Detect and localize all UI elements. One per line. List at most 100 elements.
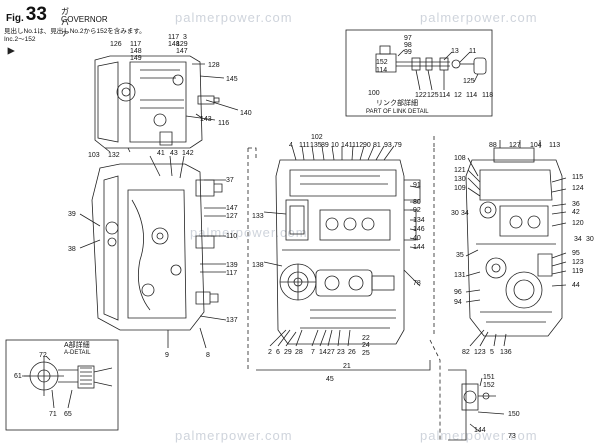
part-callout: 89 (321, 142, 329, 149)
part-callout: 145 (226, 76, 238, 83)
part-callout: 151 (483, 374, 495, 381)
part-callout: 127 (226, 213, 238, 220)
part-callout: 26 (348, 349, 356, 356)
part-callout: 133 (252, 213, 264, 220)
part-callout: 138 (252, 262, 264, 269)
part-callout: 80 (413, 199, 421, 206)
part-callout: 38 (68, 246, 76, 253)
part-callout: 79 (394, 142, 402, 149)
part-callout: 114 (466, 92, 478, 99)
bottom-right-detail (448, 369, 505, 441)
part-callout: 98 (404, 42, 412, 49)
part-callout: 123 (572, 259, 584, 266)
figure-prefix: Fig. (6, 13, 24, 24)
watermark-top: palmerpower.com (175, 10, 293, 25)
figure-title-en: GOVERNOR (61, 15, 108, 24)
part-callout: 45 (326, 376, 334, 383)
part-callout: 126 (110, 41, 122, 48)
link-detail-caption-en: PART OF LINK DETAIL (366, 109, 429, 115)
part-callout: 121 (454, 167, 466, 174)
part-callout: 134 (413, 217, 425, 224)
link-detail-frame (345, 29, 493, 117)
part-callout: 110 (226, 233, 238, 240)
part-callout: 122 (415, 92, 427, 99)
part-callout: 152 (376, 59, 388, 66)
part-callout: 117 (130, 41, 142, 48)
part-callout: 117 (226, 270, 238, 277)
watermark-bottom: palmerpower.com (175, 428, 293, 443)
part-callout: 113 (549, 142, 561, 149)
part-callout: 140 (240, 110, 252, 117)
part-callout: 102 (311, 134, 323, 141)
part-callout: 61 (14, 373, 22, 380)
part-callout: 21 (343, 363, 351, 370)
top-left-housing (94, 55, 239, 153)
part-callout: 150 (508, 411, 520, 418)
part-callout: 8 (206, 352, 210, 359)
part-callout: 34 (461, 210, 469, 217)
part-callout: 37 (226, 177, 234, 184)
part-callout: 27 (327, 349, 335, 356)
part-callout: 40 (413, 235, 421, 242)
part-callout: 30 (451, 210, 459, 217)
part-callout: 149 (130, 55, 142, 62)
part-callout: 91 (413, 182, 421, 189)
part-callout: 112 (352, 142, 364, 149)
part-callout: 88 (489, 142, 497, 149)
part-callout: 116 (218, 120, 230, 127)
part-callout: 129 (176, 41, 188, 48)
part-callout: 36 (572, 201, 580, 208)
part-callout: 99 (404, 49, 412, 56)
figure-number: 33 (25, 4, 47, 25)
center-bracket-left (247, 147, 257, 370)
a-detail-caption-en: A-DETAIL (64, 350, 91, 356)
a-detail-caption-jp: A部詳細 (64, 342, 90, 349)
pointer-arrow-icon (7, 47, 15, 55)
part-callout: 144 (413, 244, 425, 251)
part-callout: 124 (572, 185, 584, 192)
part-callout: 29 (284, 349, 292, 356)
right-housing (465, 140, 567, 347)
part-callout: 103 (88, 152, 100, 159)
part-callout: 141 (341, 142, 353, 149)
part-callout: 131 (454, 272, 466, 279)
watermark-top-right: palmerpower.com (420, 10, 538, 25)
part-callout: 123 (474, 349, 486, 356)
part-callout: 120 (572, 220, 584, 227)
link-detail-caption-jp: リンク部詳細 (376, 100, 418, 107)
part-callout: 115 (572, 174, 584, 181)
part-callout: 147 (226, 205, 238, 212)
part-callout: 71 (49, 411, 57, 418)
part-callout: 136 (500, 349, 512, 356)
note-line-1: 見出しNo.1は、見出しNo.2から152を含みます。 (4, 28, 146, 35)
part-callout: 42 (572, 209, 580, 216)
part-callout: 93 (384, 142, 392, 149)
part-callout: 128 (208, 62, 220, 69)
part-callout: 96 (454, 289, 462, 296)
part-callout: 127 (509, 142, 521, 149)
part-callout: 28 (295, 349, 303, 356)
part-callout: 130 (454, 176, 466, 183)
part-callout: 30 (586, 236, 594, 243)
bottom-right-bracket (429, 339, 441, 440)
part-callout: 72 (39, 352, 47, 359)
part-callout: 12 (454, 92, 462, 99)
part-callout: 152 (483, 382, 495, 389)
part-callout: 114 (439, 92, 451, 99)
figure-title-jp: ガバナ (61, 7, 69, 38)
part-callout: 78 (413, 280, 421, 287)
part-callout: 3 (183, 34, 187, 41)
part-callout: 109 (454, 185, 466, 192)
part-callout: 39 (68, 211, 76, 218)
part-callout: 7 (311, 349, 315, 356)
a-detail-parts (22, 355, 113, 409)
part-callout: 11 (469, 48, 477, 55)
part-callout: 114 (376, 67, 388, 74)
link-detail-parts (375, 45, 487, 91)
part-callout: 142 (182, 150, 194, 157)
part-callout: 144 (474, 427, 486, 434)
part-callout: 147 (176, 48, 188, 55)
part-callout: 10 (331, 142, 339, 149)
